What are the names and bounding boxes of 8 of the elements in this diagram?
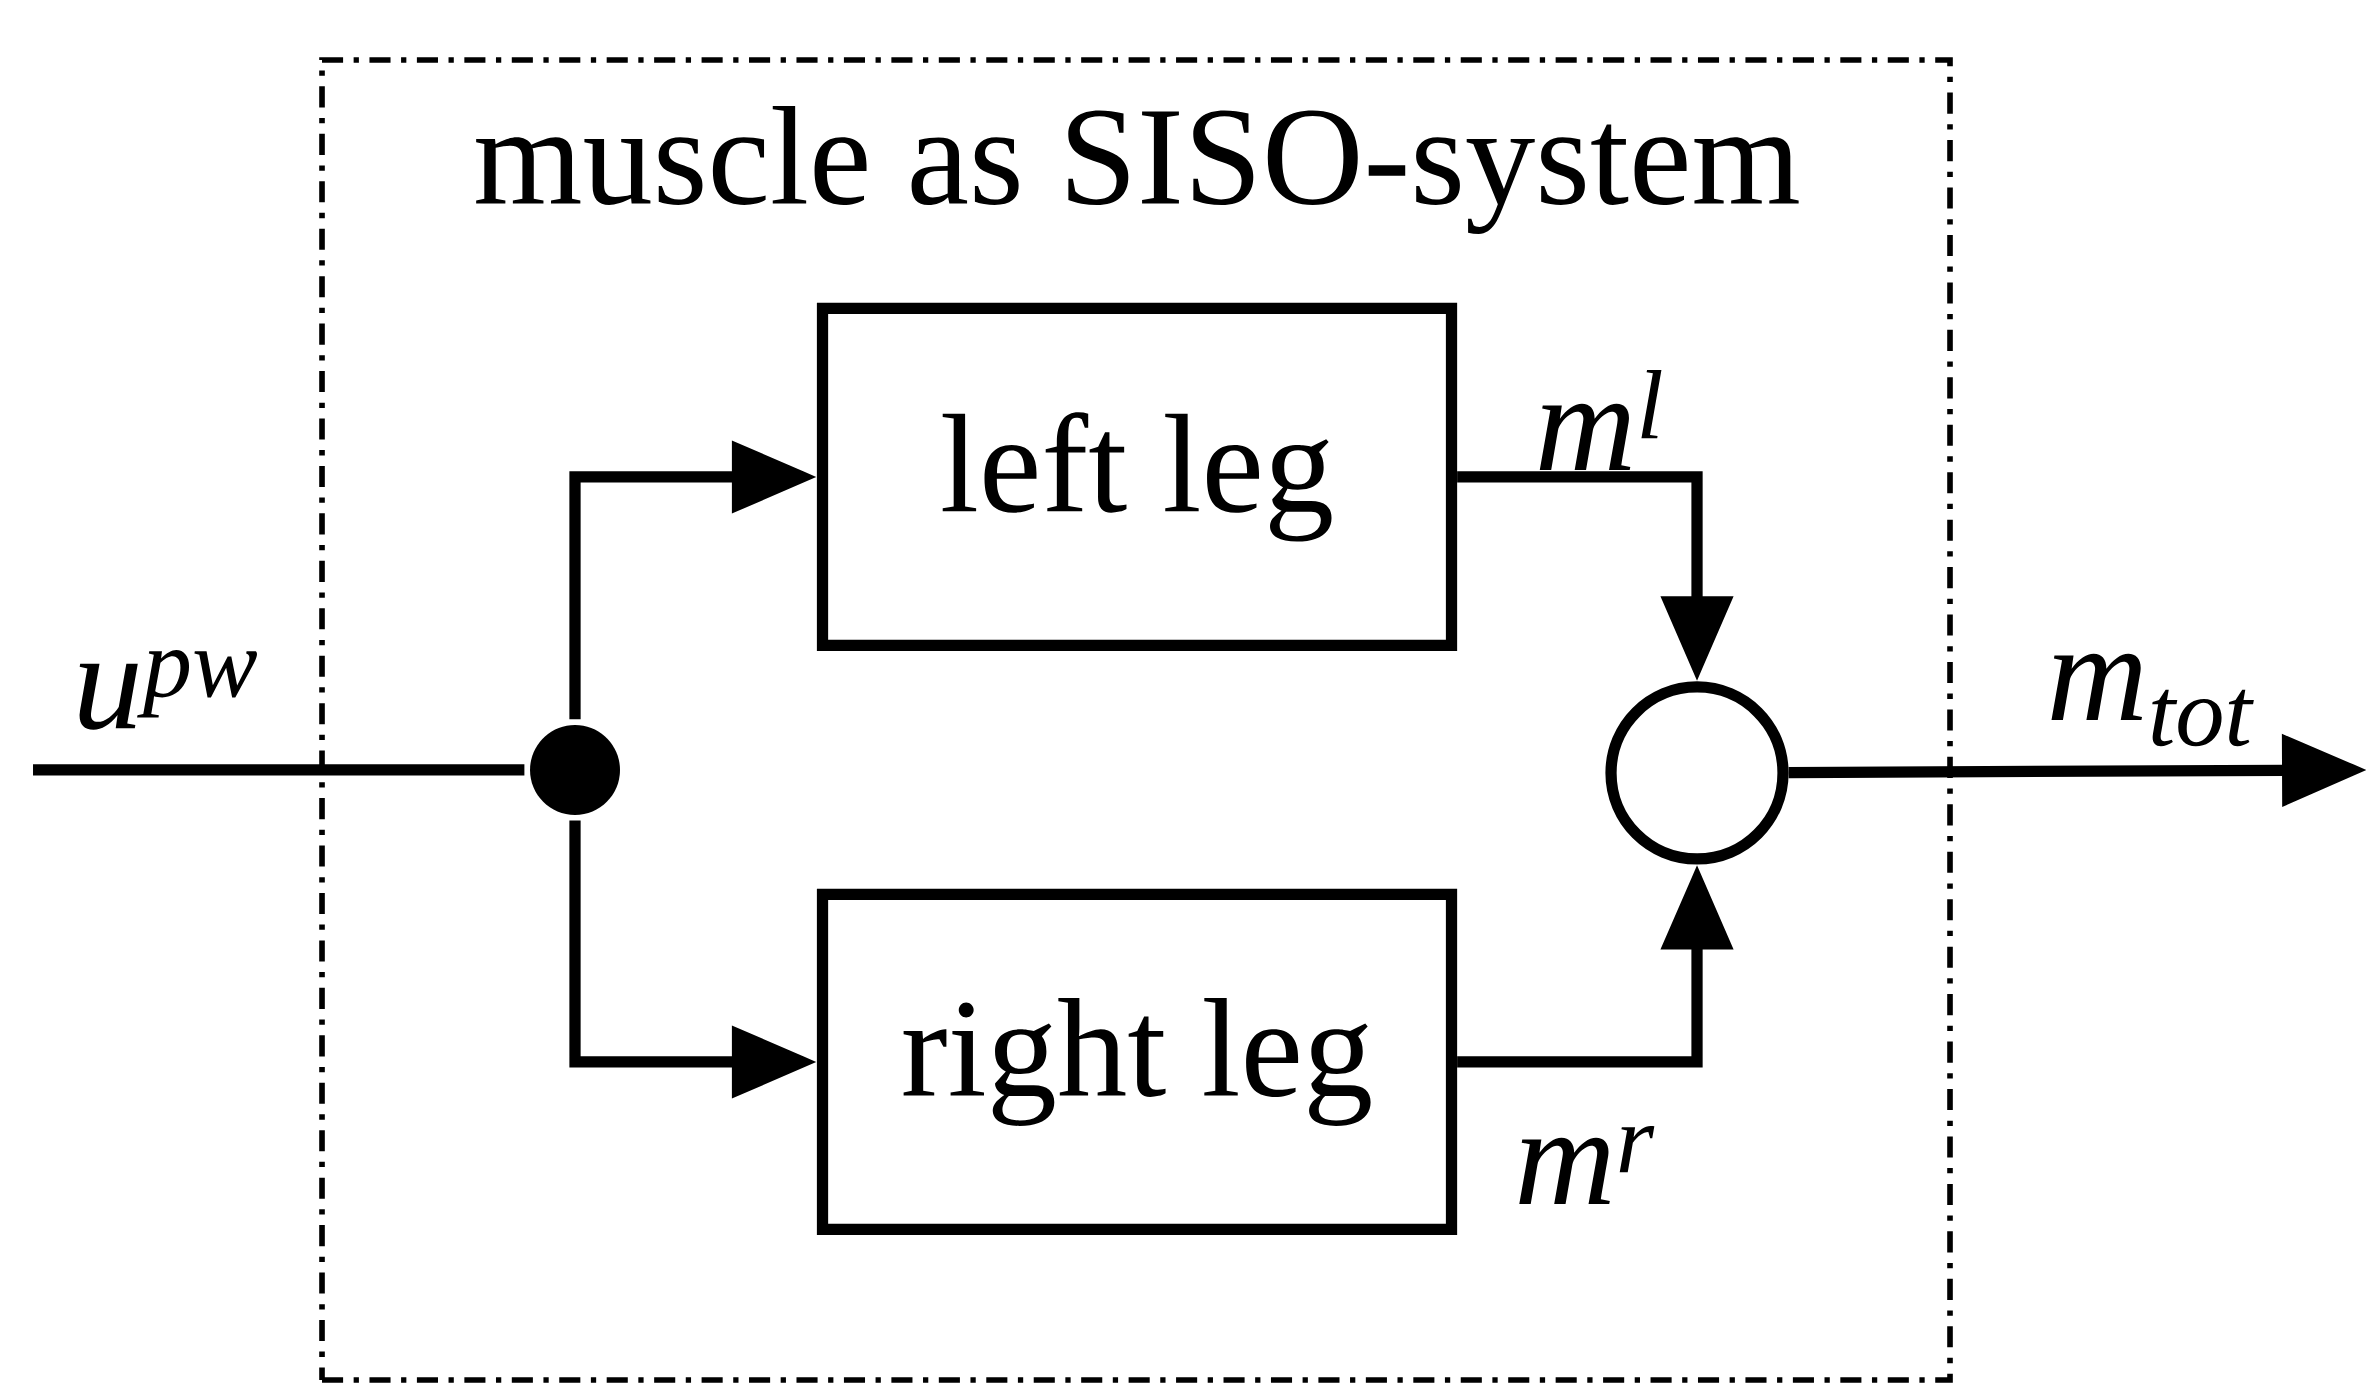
- block-box: right leg: [816, 888, 1458, 1236]
- edge-label: m$_{tot}$: [2051, 653, 2254, 747]
- junction-dot: [530, 725, 620, 815]
- summing-circle: [1605, 681, 1789, 865]
- edge-label: m$^{r}$: [1519, 1125, 1655, 1205]
- block-box: left leg: [816, 302, 1458, 652]
- edge-label: m$^{l}$: [1539, 369, 1662, 470]
- edge-label: u$^{pw}$: [79, 650, 257, 730]
